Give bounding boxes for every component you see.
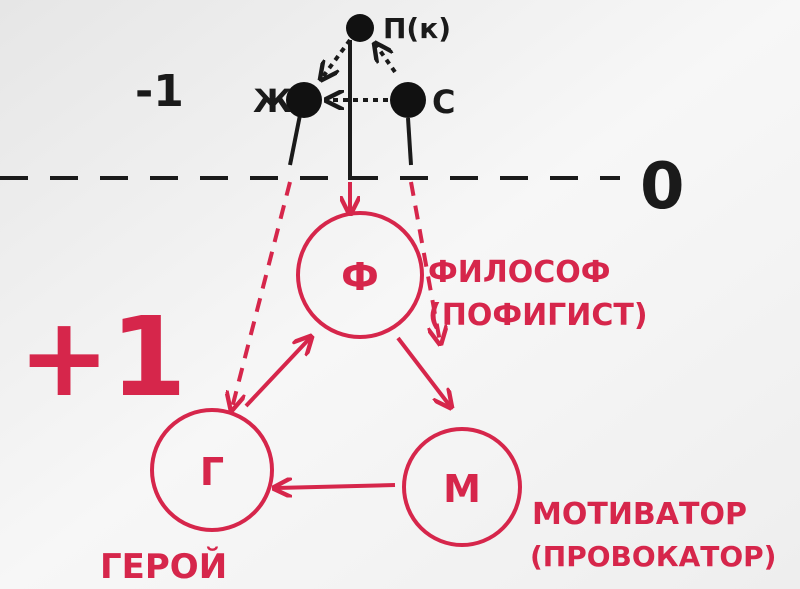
arrow-left-to-hero bbox=[232, 181, 292, 408]
node-philosopher bbox=[296, 211, 424, 339]
arrow-top-to-left bbox=[322, 38, 352, 78]
arrow-motivator-to-hero bbox=[276, 485, 396, 488]
black-level: П(к) Ж С -1 bbox=[135, 12, 455, 180]
label-motivator: МОТИВАТОР bbox=[532, 497, 747, 532]
node-motivator bbox=[402, 427, 522, 547]
letter-philosopher: Ф bbox=[341, 255, 379, 299]
level-minus-one: -1 bbox=[135, 66, 184, 117]
stem-right bbox=[406, 117, 413, 166]
node-right bbox=[390, 82, 426, 118]
letter-motivator: М bbox=[443, 467, 481, 511]
sublabel-philosopher: (ПОФИГИСТ) bbox=[428, 298, 648, 333]
label-hero: ГЕРОЙ bbox=[100, 546, 227, 587]
red-level bbox=[150, 181, 522, 547]
arrow-hero-to-philosopher bbox=[244, 338, 310, 408]
label-right: С bbox=[432, 83, 455, 121]
level-plus-one: +1 bbox=[18, 293, 187, 421]
letter-hero: Г bbox=[200, 450, 224, 494]
label-top: П(к) bbox=[383, 12, 451, 45]
sublabel-motivator: (ПРОВОКАТОР) bbox=[530, 540, 776, 573]
node-hero bbox=[150, 408, 274, 532]
node-left bbox=[286, 82, 322, 118]
arrow-right-to-philosopher bbox=[409, 181, 440, 342]
level-zero: 0 bbox=[640, 150, 685, 224]
stem-left bbox=[288, 114, 302, 166]
arrow-philosopher-to-motivator bbox=[396, 336, 450, 406]
label-left: Ж bbox=[253, 82, 292, 120]
node-top bbox=[346, 14, 374, 42]
label-philosopher: ФИЛОСОФ bbox=[428, 255, 611, 290]
